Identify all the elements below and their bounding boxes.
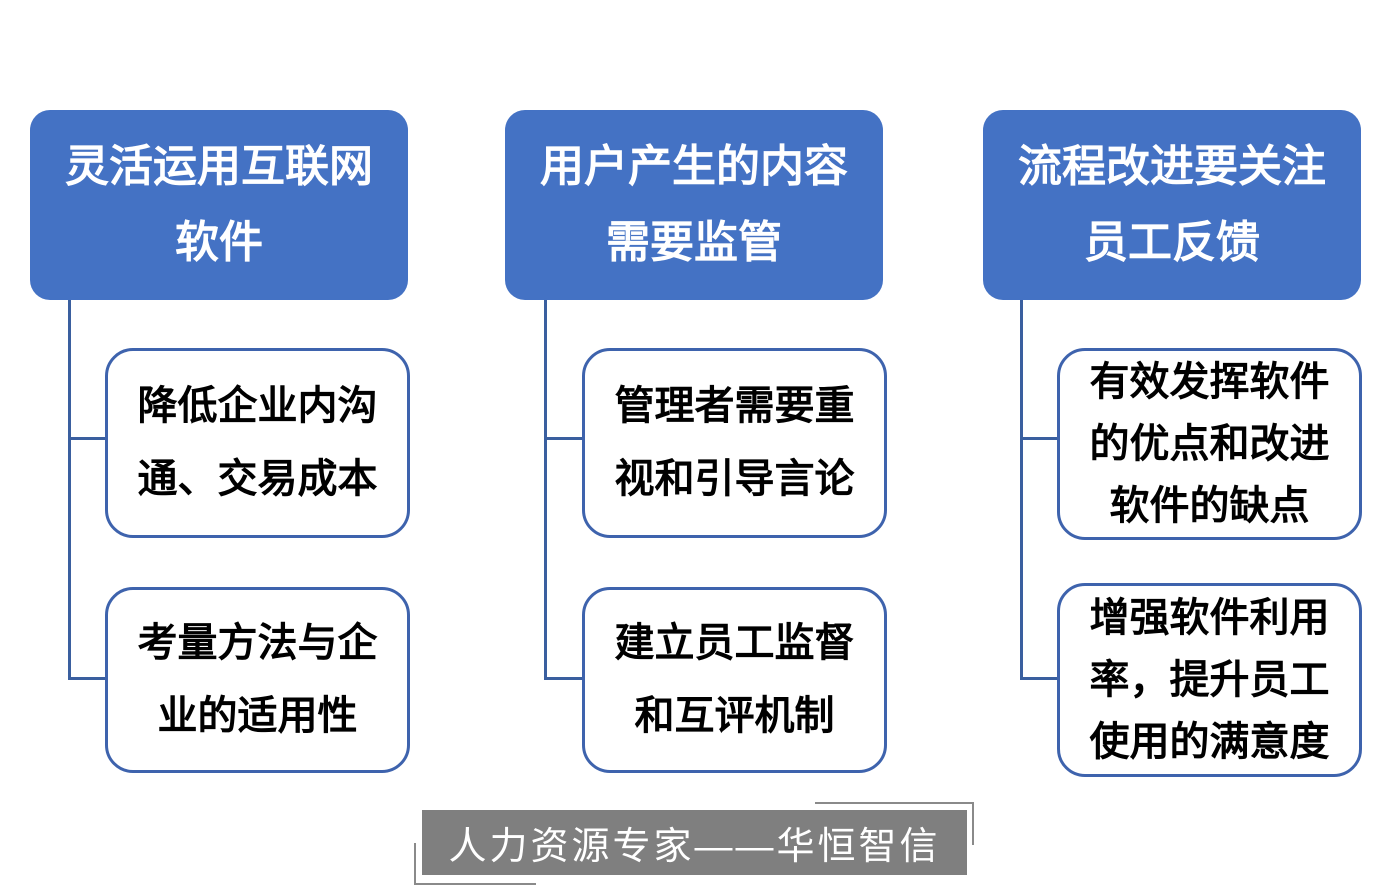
subtopic-node-lower-costs: 降低企业内沟 通、交易成本 xyxy=(105,348,410,538)
subtopic-node-guide-speech: 管理者需要重 视和引导言论 xyxy=(582,348,887,538)
connector-stub xyxy=(68,677,106,680)
corner-bracket-bottom-left xyxy=(414,843,536,885)
connector-trunk xyxy=(1020,300,1023,680)
connector-trunk xyxy=(68,300,71,680)
topic-header-internet-software: 灵活运用互联网 软件 xyxy=(30,110,408,300)
connector-stub xyxy=(544,437,582,440)
topic-header-ugc-regulation: 用户产生的内容 需要监管 xyxy=(505,110,883,300)
connector-stub xyxy=(1020,437,1058,440)
subtopic-node-peer-review: 建立员工监督 和互评机制 xyxy=(582,587,887,773)
connector-stub xyxy=(1020,677,1058,680)
corner-bracket-top-right xyxy=(815,802,974,845)
subtopic-node-method-fit: 考量方法与企 业的适用性 xyxy=(105,587,410,773)
subtopic-node-satisfaction: 增强软件利用 率，提升员工 使用的满意度 xyxy=(1057,583,1362,777)
connector-stub xyxy=(544,677,582,680)
brand-banner: 人力资源专家——华恒智信 xyxy=(422,810,967,875)
topic-header-process-improvement: 流程改进要关注 员工反馈 xyxy=(983,110,1361,300)
connector-trunk xyxy=(544,300,547,680)
subtopic-node-strengths-weaknesses: 有效发挥软件 的优点和改进 软件的缺点 xyxy=(1057,348,1362,540)
connector-stub xyxy=(68,437,106,440)
